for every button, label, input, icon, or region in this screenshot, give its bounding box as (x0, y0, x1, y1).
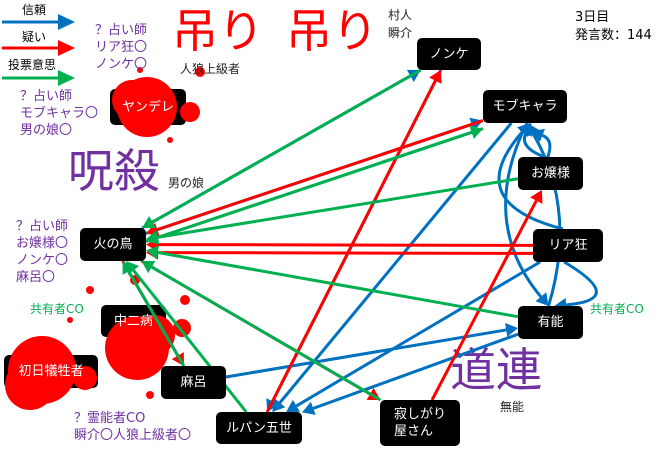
mason-co-right: 共有者CO (590, 302, 644, 316)
arrowhead-trust (302, 401, 316, 415)
arrow-trust-riakyou-to-lupin (295, 260, 541, 408)
arrow-trust-yuunou-to-lupin (312, 332, 519, 410)
legend-arrowhead (58, 70, 75, 86)
blood-drop (73, 366, 97, 390)
faded-werewolf-senior: 人狼上級者 (180, 62, 241, 76)
node-riakyou[interactable]: リア狂 (533, 229, 603, 262)
arrowhead-vote (469, 125, 483, 140)
note-line: リア狂〇 (95, 40, 148, 55)
note-line: ノンケ〇 (95, 57, 148, 72)
blood-drop (167, 137, 173, 143)
arrow-doubt-riakyou-to-hinotori (157, 251, 534, 255)
note-line: ？占い師 (20, 89, 73, 104)
arrow-vote-hinotori-to-mob (145, 130, 473, 243)
blood-drop (5, 360, 55, 410)
arrowhead-trust (535, 292, 549, 306)
arrowhead-vote (146, 230, 159, 245)
arrowhead-vote (142, 215, 156, 229)
faded-munou: 無能 (500, 400, 525, 414)
arrow-trust-ojou-to-mob (522, 133, 545, 159)
blood-drop (137, 67, 143, 73)
post-count: 発言数：144 (575, 28, 652, 43)
arrow-trust-riakyou-to-yuunou (563, 260, 598, 307)
arrow-doubt-lupin-to-nonke (265, 80, 437, 413)
node-chuni[interactable]: 中二病 (113, 313, 153, 329)
curse-label: 呪殺 (68, 144, 160, 198)
arrowhead-trust (505, 323, 518, 337)
blood-drop (36, 336, 44, 344)
arrow-trust-yuunou-to-mob (531, 132, 562, 307)
blood-drop (86, 286, 94, 294)
node-sabishi[interactable]: 寂しがり 屋さん (380, 400, 460, 446)
arrow-trust-mob-to-lupin (278, 122, 513, 404)
node-maro[interactable]: 麻呂 (161, 366, 226, 399)
note-line: お嬢様〇 (16, 236, 69, 251)
arrow-doubt-mob-to-hinotori (156, 119, 484, 232)
arrowhead-trust (286, 399, 300, 412)
node-lupin[interactable]: ルパン五世 (216, 412, 302, 444)
arrow-trust-riakyou-to-mob (497, 131, 564, 231)
blood-drop (135, 315, 175, 355)
node-nonke[interactable]: ノンケ (417, 38, 481, 70)
arrow-vote-sabishi-to-hinotori (150, 265, 382, 402)
faded-otokonoko: 男の娘 (168, 176, 205, 190)
arrowhead-trust (272, 398, 286, 412)
blood-drop (180, 295, 190, 305)
blood-drop (67, 317, 73, 323)
node-yuunou[interactable]: 有能 (518, 306, 583, 339)
mason-co-left: 共有者CO (30, 302, 84, 316)
arrowhead-trust (531, 128, 546, 142)
note-line: ？占い師 (16, 219, 69, 234)
seer-note-3: ？占い師 お嬢様〇 ノンケ〇 麻呂〇 (16, 218, 68, 286)
legend-arrowhead (58, 40, 75, 56)
medium-note: ？霊能者CO 瞬介〇人狼上級者〇 (74, 410, 191, 444)
arrowhead-vote (146, 245, 160, 260)
day-label: 3日目 (575, 10, 610, 25)
hang-label-2: 吊り (286, 4, 378, 58)
arrow-trust-mob-to-yuunou (504, 122, 543, 298)
node-yandere[interactable]: ヤンデレ (121, 99, 174, 115)
note-line: 麻呂〇 (16, 270, 56, 285)
node-ojou[interactable]: お嬢様 (518, 157, 583, 190)
blood-drop (180, 102, 200, 122)
node-shonichi[interactable]: 初日犠牲者 (18, 364, 84, 379)
node-mob[interactable]: モブキャラ (483, 90, 567, 123)
arrow-doubt-sabishi-to-ojou (430, 199, 538, 401)
blood-drop (112, 80, 152, 120)
legend-arrowhead (58, 14, 75, 30)
arrowhead-vote (141, 260, 156, 274)
note-line: ノンケ〇 (16, 253, 69, 268)
legend-trust-label: 信頼 (22, 3, 47, 17)
legend-vote-label: 投票意思 (8, 58, 57, 72)
blood-drop (195, 67, 205, 77)
faded-villager: 村人 (388, 8, 413, 22)
blood-drop (146, 391, 154, 399)
arrow-doubt-riakyou-to-hinotori (157, 243, 534, 247)
arrow-vote-yuunou-to-hinotori (157, 251, 519, 319)
seer-note-2: ？占い師 モブキャラ〇 男の娘〇 (20, 88, 98, 139)
note-line: ？占い師 (95, 23, 148, 38)
arrowhead-trust (526, 123, 540, 137)
note-line: ？霊能者CO (74, 411, 146, 426)
arrow-vote-nonke-to-hinotori (151, 68, 422, 224)
note-line: 男の娘〇 (20, 123, 73, 138)
arrowhead-doubt (530, 190, 543, 204)
node-hinotori[interactable]: 火の鳥 (80, 228, 146, 261)
faded-shunsuke: 瞬介 (388, 26, 413, 40)
note-line: モブキャラ〇 (20, 106, 99, 121)
hang-label-1: 吊り (172, 4, 264, 58)
arrow-vote-maro-to-hinotori (127, 270, 186, 367)
arrow-trust-maro-to-yuunou (225, 328, 507, 379)
arrow-vote-ojou-to-hinotori (157, 177, 519, 239)
arrow-vote-lupin-to-hinotori (132, 269, 248, 413)
legend-doubt-label: 疑い (22, 30, 47, 44)
arrowhead-doubt (429, 70, 442, 84)
note-line: 瞬介〇人狼上級者〇 (74, 428, 192, 443)
seer-note-1: ？占い師 リア狂〇 ノンケ〇 (95, 22, 147, 73)
arrowhead-vote (126, 261, 140, 275)
